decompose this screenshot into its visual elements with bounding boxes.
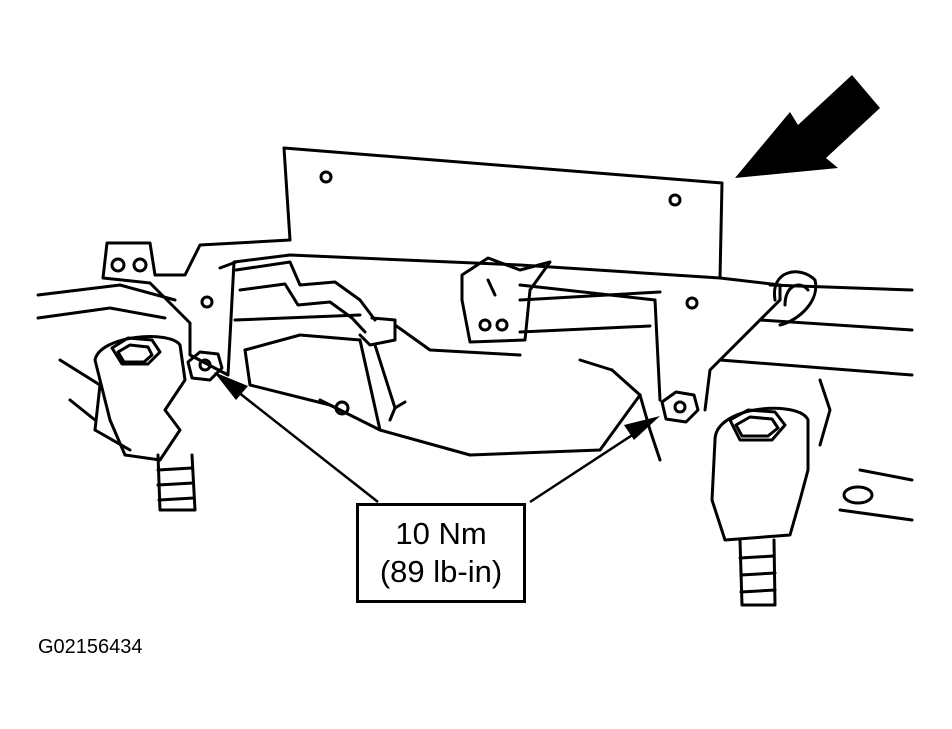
view-direction-arrow-icon bbox=[735, 75, 880, 178]
torque-callout: 10 Nm (89 lb-in) bbox=[356, 503, 526, 603]
lift-eye bbox=[773, 270, 818, 327]
left-bracket-nut bbox=[186, 350, 224, 382]
fluid-line bbox=[218, 260, 522, 357]
lower-housing bbox=[243, 333, 642, 457]
figure-code: G02156434 bbox=[38, 636, 143, 658]
leader-line-left bbox=[214, 372, 379, 503]
right-engine-mount bbox=[710, 406, 874, 607]
torque-lbin-label: (89 lb-in) bbox=[379, 554, 503, 589]
retaining-clip bbox=[460, 256, 552, 344]
left-engine-mount bbox=[93, 335, 197, 512]
right-bracket-nut bbox=[660, 390, 700, 424]
torque-nm-label: 10 Nm bbox=[395, 516, 487, 551]
support-bracket bbox=[101, 146, 782, 412]
leader-line-right bbox=[529, 416, 660, 504]
